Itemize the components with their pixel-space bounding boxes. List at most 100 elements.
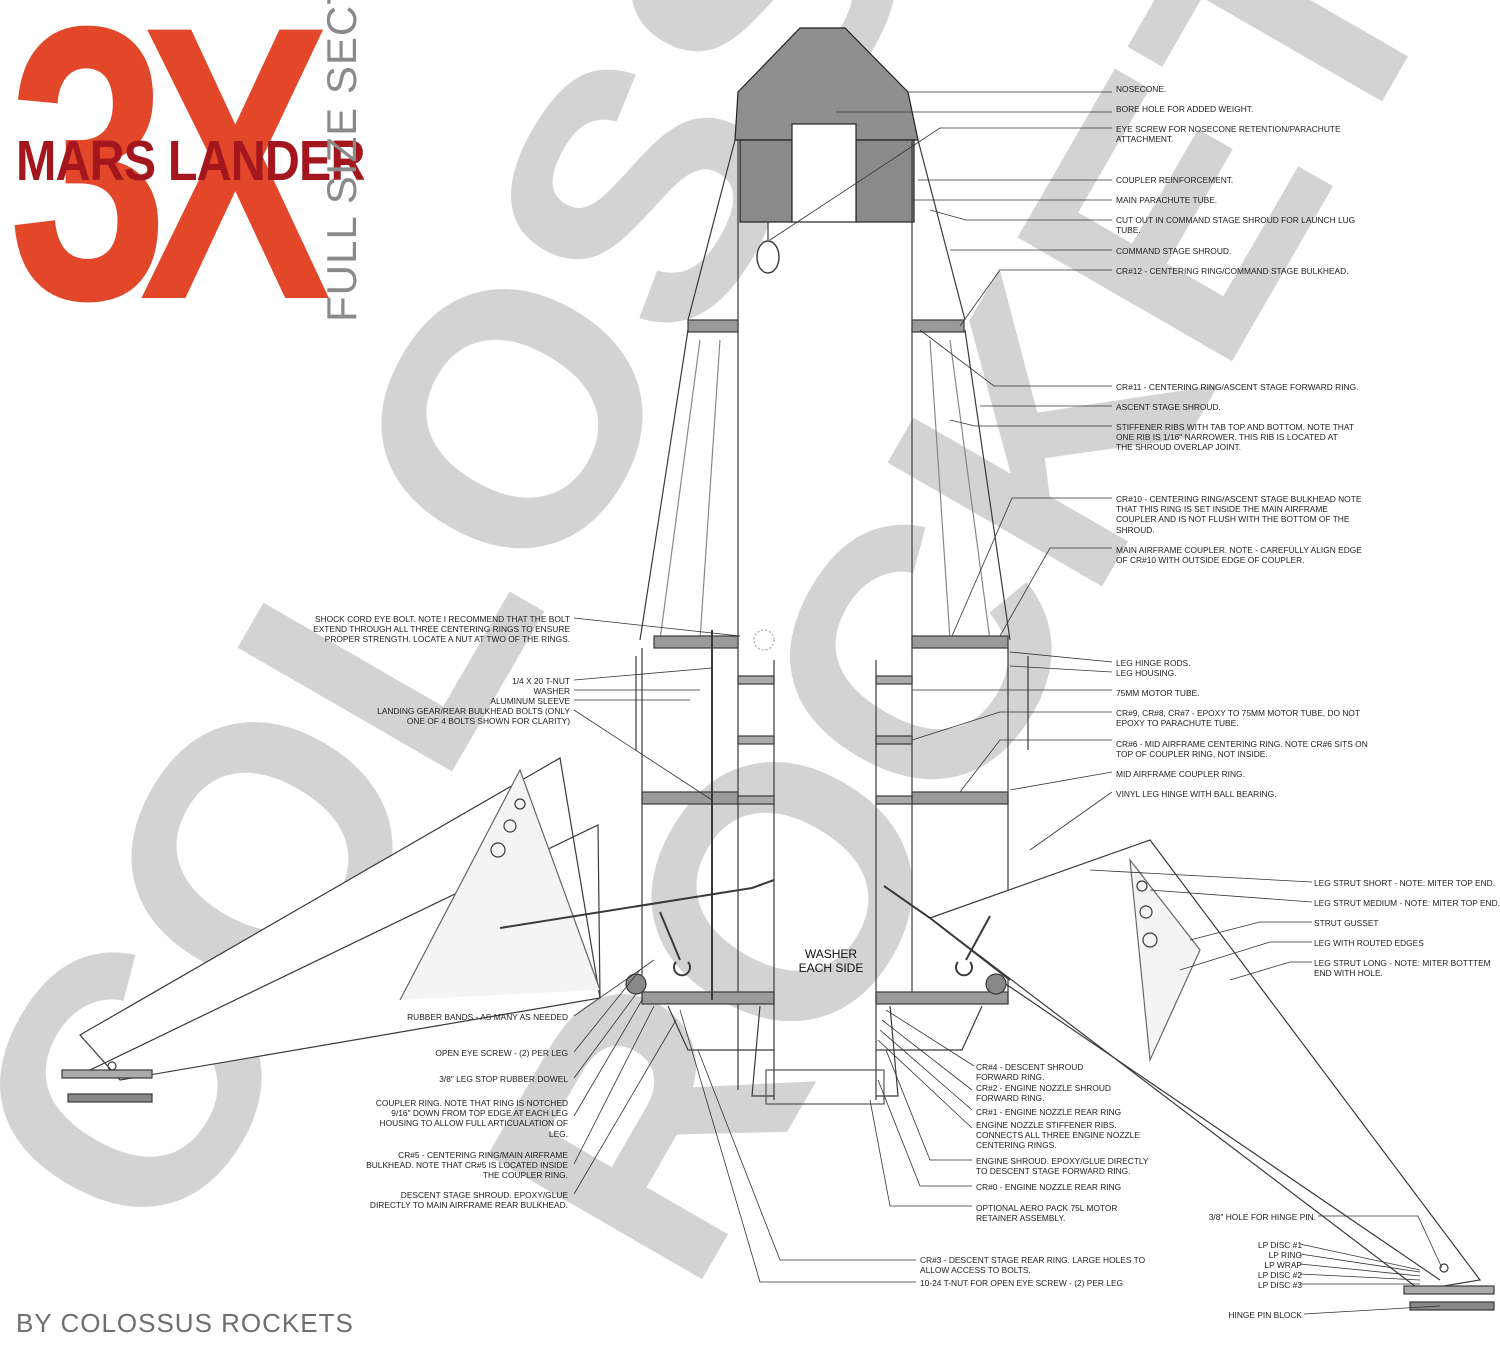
right-foot-base <box>1409 1301 1495 1311</box>
cr5-left <box>641 991 775 1005</box>
cr12-left <box>687 319 739 333</box>
callout-label: WASHER <box>533 686 570 696</box>
bore-hole <box>791 123 857 223</box>
callout-label: CR#0 - ENGINE NOZZLE REAR RING <box>976 1182 1122 1192</box>
callout-label: VINYL LEG HINGE WITH BALL BEARING. <box>1116 789 1277 799</box>
callout-label: EYE SCREW FOR NOSECONE RETENTION/PARACHU… <box>1116 124 1341 145</box>
callout-label: COUPLER RING. NOTE THAT RING IS NOTCHED … <box>375 1098 568 1139</box>
coupler-reinforcement <box>739 139 793 223</box>
callout-label: LEG STRUT LONG - NOTE: MITER BOTTTEM END… <box>1314 958 1491 979</box>
callout-label: CR#11 - CENTERING RING/ASCENT STAGE FORW… <box>1116 382 1359 392</box>
callout-label: CR#4 - DESCENT SHROUD FORWARD RING. <box>976 1062 1084 1083</box>
callout-label: STRUT GUSSET <box>1314 918 1379 928</box>
right-leg-hole-2 <box>1139 905 1153 919</box>
left-leg-hole-3 <box>490 842 506 858</box>
cr5-right <box>875 991 1009 1005</box>
right-hinge-pin-hole <box>1439 1263 1449 1273</box>
left-leg-hinge-strut <box>499 879 775 929</box>
left-foot-base <box>67 1093 153 1103</box>
callout-label: COMMAND STAGE SHROUD. <box>1116 246 1232 256</box>
callout-label: CR#3 - DESCENT STAGE REAR RING. LARGE HO… <box>920 1255 1146 1276</box>
callout-label: OPTIONAL AERO PACK 75L MOTOR RETAINER AS… <box>976 1203 1118 1224</box>
callout-label: LEG STRUT SHORT - NOTE: MITER TOP END. <box>1314 878 1496 888</box>
left-leg <box>61 757 775 1103</box>
callout-label: CR#12 - CENTERING RING/COMMAND STAGE BUL… <box>1116 266 1349 276</box>
callout-label: LANDING GEAR/REAR BULKHEAD BOLTS (ONLY O… <box>377 706 570 727</box>
shock-cord-eye <box>753 629 775 651</box>
left-eye-screw <box>659 911 691 977</box>
logo-vertical-subtitle: FULL SIZE SECTION <box>318 0 365 322</box>
leader-lines <box>573 91 1443 1315</box>
callout-label: CR#1 - ENGINE NOZZLE REAR RING <box>976 1107 1122 1117</box>
cr6-left <box>641 791 739 805</box>
motor-retainer <box>765 1069 885 1105</box>
left-leg-hole-1 <box>514 798 526 810</box>
cr-motor-4 <box>875 735 913 745</box>
right-leg-hinge-strut <box>883 885 1011 981</box>
ascent-stage-shroud <box>639 329 1011 641</box>
callout-label: BORE HOLE FOR ADDED WEIGHT. <box>1116 104 1254 114</box>
callout-label: HINGE PIN BLOCK <box>1228 1310 1302 1320</box>
command-stage-shroud <box>687 139 966 321</box>
callout-label: MAIN AIRFRAME COUPLER. NOTE - CAREFULLY … <box>1116 545 1362 566</box>
cr10-right <box>911 635 1009 649</box>
callout-label: RUBBER BANDS - AS MANY AS NEEDED <box>407 1012 568 1022</box>
cr-motor-3 <box>875 675 913 685</box>
callout-label: CR#2 - ENGINE NOZZLE SHROUD FORWARD RING… <box>976 1083 1111 1104</box>
callout-label: CR#10 - CENTERING RING/ASCENT STAGE BULK… <box>1116 494 1362 535</box>
callout-label: LP DISC #1 <box>1257 1240 1302 1250</box>
callout-label: CR#5 - CENTERING RING/MAIN AIRFRAME BULK… <box>366 1150 568 1181</box>
right-leg <box>883 839 1495 1311</box>
callout-label: LEG STRUT MEDIUM - NOTE: MITER TOP END. <box>1314 898 1500 908</box>
callout-label: LP WRAP <box>1264 1260 1302 1270</box>
byline: BY COLOSSUS ROCKETS <box>16 1308 354 1338</box>
callout-label: 3/8" HOLE FOR HINGE PIN. <box>1208 1212 1316 1222</box>
callout-label: 10-24 T-NUT FOR OPEN EYE SCREW - (2) PER… <box>920 1278 1124 1288</box>
callout-label: MAIN PARACHUTE TUBE. <box>1116 195 1218 205</box>
left-foot-pad <box>61 1069 153 1079</box>
callout-label: LP RING <box>1268 1250 1302 1260</box>
leg-housing-left <box>635 656 1029 750</box>
callout-label: CR#6 - MID AIRFRAME CENTERING RING. NOTE… <box>1116 739 1368 760</box>
callout-label: LP DISC #2 <box>1257 1270 1302 1280</box>
left-leg-strut-long <box>89 824 601 1071</box>
callout-label: 1/4 x 20 T-NUT <box>511 676 570 686</box>
right-leg-body <box>928 839 1482 1291</box>
logo-title: MARS LANDER <box>16 129 365 193</box>
logo-3x: 3X <box>8 0 331 381</box>
callout-label: ENGINE NOZZLE STIFFENER RIBS. CONNECTS A… <box>976 1120 1140 1151</box>
left-hinge-pin-hole <box>107 1061 117 1071</box>
right-leg-strut-gusset <box>1129 857 1201 1063</box>
callout-label: ENGINE SHROUD. EPOXY/GLUE DIRECTLY TO DE… <box>976 1156 1149 1177</box>
descent-shroud <box>667 1005 983 1051</box>
callout-label: STIFFENER RIBS WITH TAB TOP AND BOTTOM. … <box>1116 422 1354 453</box>
ascent-shroud-ribs <box>659 339 991 641</box>
coupler-reinforcement-right <box>855 139 915 223</box>
right-leg-strut-long <box>999 979 1441 1281</box>
callout-label: 75MM MOTOR TUBE. <box>1116 688 1200 698</box>
callout-label: 3/8" LEG STOP RUBBER DOWEL <box>439 1074 568 1084</box>
cr6-right <box>911 791 1009 805</box>
callout-label: ALUMINUM SLEEVE <box>490 696 570 706</box>
callout-label: DESCENT STAGE SHROUD. EPOXY/GLUE DIRECTL… <box>369 1190 568 1211</box>
callout-label: LEG HINGE RODS. <box>1116 658 1191 668</box>
callout-label: SHOCK CORD EYE BOLT. NOTE I RECOMMEND TH… <box>313 614 570 645</box>
callout-label: NOSECONE. <box>1116 84 1167 94</box>
callout-label: CR#9, CR#8, CR#7 - EPOXY TO 75MM MOTOR T… <box>1116 708 1360 729</box>
structure-lines <box>61 27 1495 1311</box>
right-leg-hole-3 <box>1142 932 1158 948</box>
left-leg-hole-2 <box>503 819 517 833</box>
callout-label: LEG HOUSING. <box>1116 668 1177 678</box>
callout-label: LEG WITH ROUTED EDGES <box>1314 938 1424 948</box>
right-leg-hole-1 <box>1136 880 1148 892</box>
nosecone-eye-screw <box>756 240 780 274</box>
cr-motor-2 <box>737 735 775 745</box>
cr-motor-5 <box>875 795 913 805</box>
right-eye-screw <box>955 915 991 977</box>
cr-motor-6 <box>737 795 775 805</box>
callout-label: COUPLER REINFORCEMENT. <box>1116 175 1234 185</box>
cr10-left <box>653 635 739 649</box>
right-leg-stop-dowel <box>985 973 1007 995</box>
